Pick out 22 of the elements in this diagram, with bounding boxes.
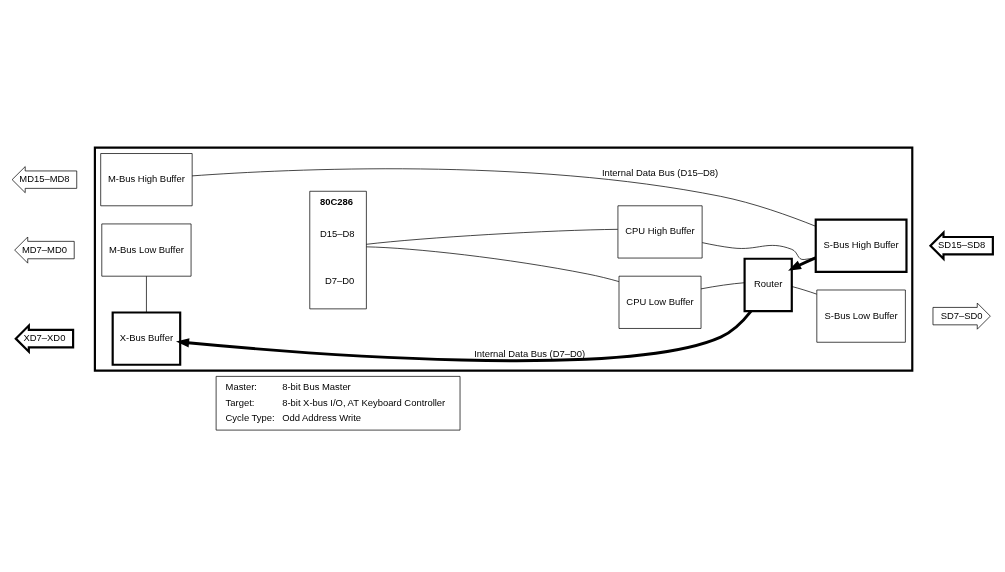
connector <box>191 168 817 227</box>
connector <box>366 228 619 245</box>
node-box: X-Bus Buffer <box>111 311 182 366</box>
connector <box>700 282 745 290</box>
connector <box>146 275 147 313</box>
node-box: S-Bus Low Buffer <box>816 289 906 343</box>
arrow <box>176 310 753 363</box>
edge-label: Internal Data Bus (D15–D8) <box>601 167 719 179</box>
node-box: CPU Low Buffer <box>618 275 702 329</box>
node-box: 80C286 D15–D8 D7–D0 <box>309 190 367 310</box>
connector <box>366 246 620 282</box>
node-box: M-Bus High Buffer <box>100 153 193 207</box>
node-box: M-Bus Low Buffer <box>101 223 192 277</box>
node-box: Router <box>743 257 793 313</box>
arrow <box>788 256 817 271</box>
node-box: CPU High Buffer <box>617 205 703 259</box>
edge-label: Internal Data Bus (D7–D0) <box>474 348 586 360</box>
connector <box>791 286 817 295</box>
node-box: S-Bus High Buffer <box>814 218 908 273</box>
node-box: Master: 8-bit Bus Master Target: 8-bit X-bus I/O, AT Keyboard Controller Cycle Type: Odd Address Write <box>215 376 461 431</box>
cluster <box>93 146 914 372</box>
connector <box>701 242 817 260</box>
